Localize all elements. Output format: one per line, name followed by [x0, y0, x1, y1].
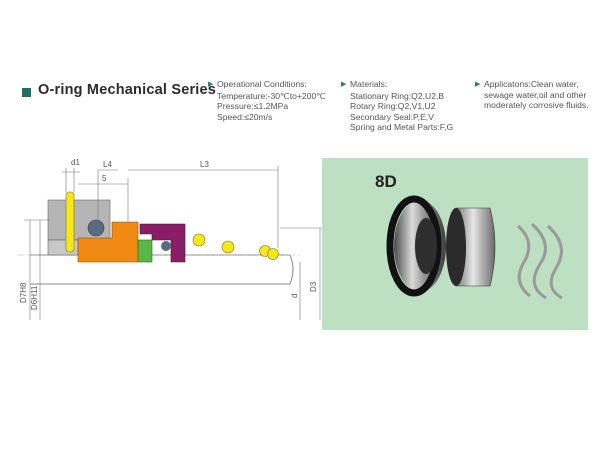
spec-operational-conditions: ▶Operational Conditions: Temperature:-30…	[208, 79, 333, 122]
series-title: O-ring Mechanical Series	[38, 82, 217, 98]
header: O-ring Mechanical Series ▶Operational Co…	[0, 0, 600, 150]
spec-line: Temperature:-30℃to+200℃	[217, 90, 326, 101]
spring-photo	[516, 222, 563, 300]
dim-L3: L3	[200, 160, 209, 169]
spec-heading: Materials:	[350, 79, 388, 89]
dim-D3: D3	[309, 281, 318, 292]
o-ring-photo	[386, 195, 442, 297]
applications-text: Applicatons:Clean water, sewage water,oi…	[484, 79, 589, 111]
spec-line: Stationary Ring:Q2,U2,B	[350, 90, 445, 101]
shaft-outline	[30, 254, 294, 285]
dim-D6H11: D6H11	[30, 285, 39, 310]
spec-line: Pressure:≤1.2MPa	[217, 101, 289, 112]
seal-cross-section-drawing: d1 L4 5 L3 D7H8 D6H11 d D3	[18, 158, 324, 320]
o-ring-stationary	[87, 219, 105, 237]
spec-line: Spring and Metal Parts:F,G	[350, 122, 454, 133]
spec-line: Rotary Ring:Q2,V1,U2	[350, 101, 436, 112]
product-photo-panel	[322, 158, 588, 330]
rotary-retainer	[139, 223, 186, 263]
spec-line: Speed:≤20m/s	[217, 111, 273, 122]
spec-heading: Operational Conditions:	[217, 79, 307, 89]
series-marker	[22, 88, 31, 97]
dim-d1: d1	[71, 158, 80, 167]
bullet-arrow-icon: ▶	[475, 81, 481, 88]
dim-d: d	[290, 294, 299, 298]
spec-line: Secondary Seal:P,E,V	[350, 111, 434, 122]
bullet-arrow-icon: ▶	[208, 81, 214, 88]
dim-five: 5	[102, 174, 107, 183]
spec-materials: ▶Materials: Stationary Ring:Q2,U2,B Rota…	[341, 79, 461, 133]
rotary-ring	[137, 239, 153, 263]
spec-applications: ▶Applicatons:Clean water, sewage water,o…	[475, 79, 593, 111]
o-ring-rotary	[161, 241, 171, 251]
spring-coil	[221, 240, 235, 254]
rotary-face-photo	[446, 208, 466, 286]
spring-coil	[267, 248, 279, 260]
spring-coil	[192, 233, 206, 247]
seat-bore-photo	[415, 218, 437, 274]
stationary-ring	[77, 221, 139, 263]
dim-L4: L4	[103, 160, 112, 169]
bullet-arrow-icon: ▶	[341, 81, 347, 88]
seal-product-illustration	[386, 195, 563, 300]
model-label: 8D	[375, 172, 397, 191]
anti-rotation-pin	[65, 191, 75, 253]
dim-D7H8: D7H8	[19, 282, 28, 303]
